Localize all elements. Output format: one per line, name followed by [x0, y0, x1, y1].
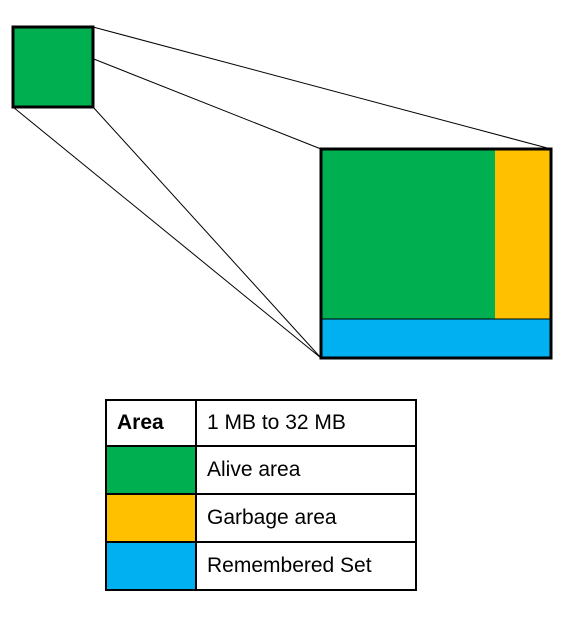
zoom-line-bottom-left: [12, 106, 322, 359]
enlarged-region-outline: [319, 147, 553, 360]
zoom-line-top-right: [92, 26, 552, 150]
remembered-set-color-swatch: [105, 541, 197, 591]
zoom-line-bottom-right: [92, 106, 322, 359]
alive-label: Alive area: [195, 445, 417, 495]
remembered-set-label: Remembered Set: [195, 541, 417, 591]
legend-row-remembered-set: Remembered Set: [105, 541, 417, 591]
garbage-color-swatch: [105, 493, 197, 543]
small-region: [11, 25, 95, 109]
heap-region-zoom-diagram: [11, 25, 553, 360]
legend-header-key: Area: [105, 399, 197, 447]
enlarged-alive-area: [321, 149, 495, 319]
enlarged-remembered-set: [321, 319, 551, 358]
legend-header-row: Area 1 MB to 32 MB: [105, 399, 417, 447]
enlarged-garbage-area: [495, 149, 551, 319]
alive-color-swatch: [105, 445, 197, 495]
legend-row-garbage: Garbage area: [105, 493, 417, 543]
legend-table: Area 1 MB to 32 MB Alive area Garbage ar…: [105, 399, 417, 591]
garbage-label: Garbage area: [195, 493, 417, 543]
legend-row-alive: Alive area: [105, 445, 417, 495]
legend-header-value: 1 MB to 32 MB: [195, 399, 417, 447]
